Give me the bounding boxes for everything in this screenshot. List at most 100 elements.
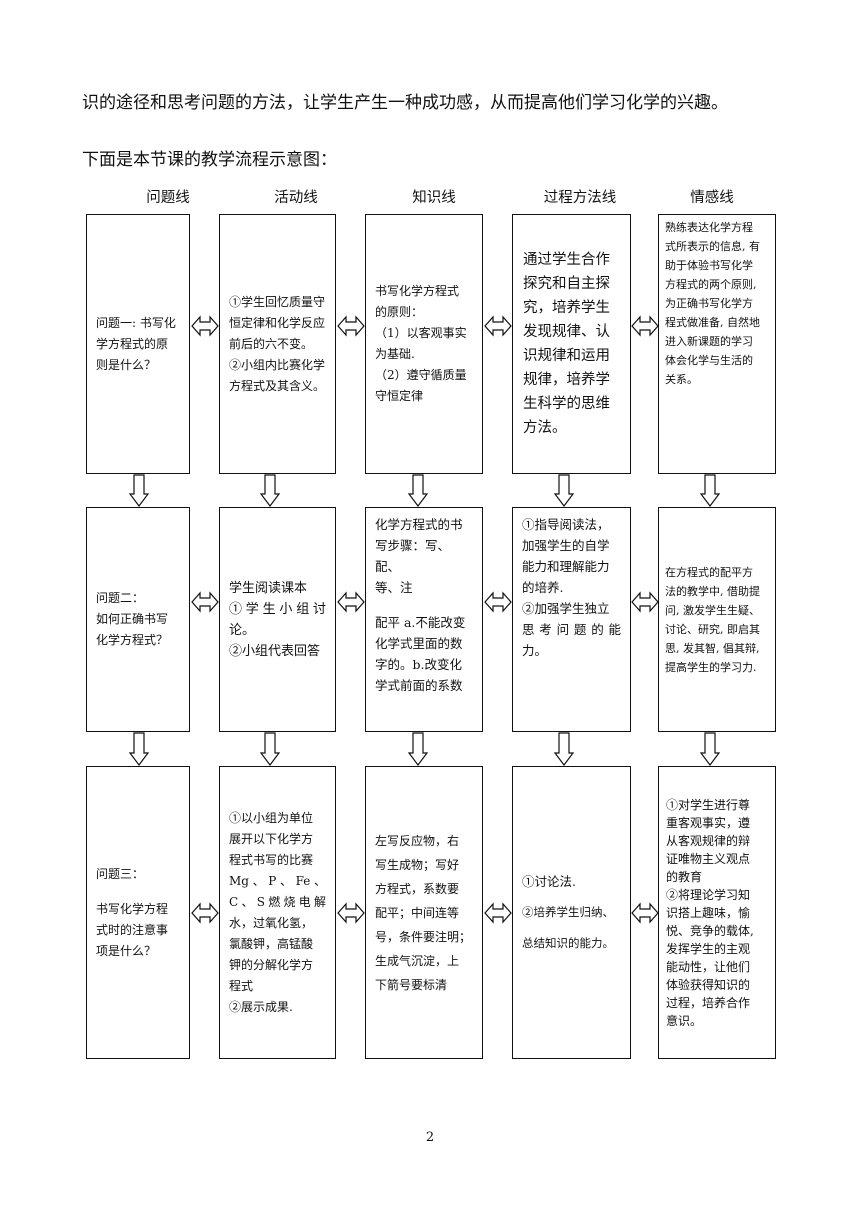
cell-text: 学方程式的原 <box>96 336 169 351</box>
cell-text: 写步骤：写、配、 <box>375 538 451 574</box>
cell-text: 钾的分解化学方 <box>229 957 314 972</box>
down-arrow-icon <box>553 474 575 507</box>
cell-text: 讨论、研究, 即启其 <box>665 622 760 636</box>
cell-text: 关系。 <box>665 373 698 386</box>
cell-text: 意识。 <box>666 1013 703 1028</box>
double-arrow-icon <box>484 315 512 337</box>
cell-text: ①学生小组讨 <box>229 601 326 617</box>
row1-emotion-box: 熟练表达化学方程 式所表示的信息, 有 助于体验书写化学 方程式的两个原则, 为… <box>658 214 776 474</box>
cell-text: 水，过氧化氢， <box>229 915 314 930</box>
cell-text: 则是什么？ <box>96 357 157 372</box>
cell-text: 总结知识的能力。 <box>522 936 614 950</box>
cell-text: 号，条件要注明； <box>375 929 472 944</box>
down-arrow-icon <box>407 474 429 507</box>
double-arrow-icon <box>631 591 659 613</box>
cell-text: ②培养学生归纳、 <box>522 905 614 919</box>
cell-text: 的培养. <box>522 580 564 595</box>
cell-text: 在方程式的配平方 <box>665 565 753 579</box>
cell-text: 式所表示的信息, 有 <box>665 240 760 253</box>
row2-question-box: 问题二： 如何正确书写 化学方程式？ <box>86 507 190 732</box>
cell-text: 为基础. <box>375 347 415 361</box>
cell-text: 下箭号要标清 <box>375 977 448 992</box>
cell-text: 程式做准备, 自然地 <box>665 316 760 329</box>
cell-text: 程式书写的比赛 <box>229 852 314 867</box>
double-arrow-icon <box>337 315 365 337</box>
cell-text: 能动性，让他们 <box>666 959 751 974</box>
row1-activity-box: ①学生回忆质量守 恒定律和化学反应 前后的六不变。 ②小组内比赛化学 方程式及其… <box>219 214 336 474</box>
down-arrow-icon <box>407 732 429 766</box>
cell-text: 问题一: 书写化 <box>96 315 176 330</box>
double-arrow-icon <box>191 902 219 924</box>
double-arrow-icon <box>337 591 365 613</box>
cell-text: 学式前面的系数 <box>375 678 463 693</box>
down-arrow-icon <box>128 732 150 766</box>
row3-emotion-box: ①对学生进行尊 重客观事实，遵 从客观规律的辩 证唯物主义观点 的教育 ②将理论… <box>658 766 776 1059</box>
cell-text: 证唯物主义观点 <box>666 851 751 866</box>
double-arrow-icon <box>484 591 512 613</box>
cell-text: 展开以下化学方 <box>229 831 314 846</box>
row2-emotion-box: 在方程式的配平方 法的教学中, 借助提 问, 激发学生生疑、 讨论、研究, 即启… <box>658 507 776 732</box>
row2-activity-box: 学生阅读课本 ①学生小组讨 论。 ②小组代表回答 <box>219 507 336 732</box>
column-header-knowledge-line: 知识线 <box>412 190 456 206</box>
cell-text: ②展示成果. <box>229 999 293 1014</box>
cell-text: ②小组代表回答 <box>229 643 321 659</box>
row3-activity-box: ①以小组为单位 展开以下化学方 程式书写的比赛 Mg、P、Fe、 C、S燃烧电解… <box>219 766 336 1059</box>
cell-text: 进入新课题的学习 <box>665 335 753 348</box>
cell-text: 能力和理解能力 <box>522 559 610 574</box>
page-number: 2 <box>425 1130 435 1145</box>
cell-text: ①学生回忆质量守 <box>229 294 326 309</box>
down-arrow-icon <box>699 474 721 507</box>
cell-text: 发挥学生的主观 <box>666 941 751 956</box>
cell-text: 发现规律、认 <box>523 324 610 340</box>
column-header-emotion-line: 情感线 <box>690 190 734 206</box>
cell-text: 守恒定律 <box>375 389 424 403</box>
cell-text: ②将理论学习知 <box>666 887 751 902</box>
cell-text: 配平 a.不能改变 <box>375 615 466 630</box>
double-arrow-icon <box>191 315 219 337</box>
cell-text: 识规律和运用 <box>523 348 610 364</box>
cell-text: ②小组内比赛化学 <box>229 357 326 372</box>
row1-knowledge-box: 书写化学方程式 的原则： （1）以客观事实 为基础. （2）遵守循质量 守恒定律 <box>365 214 483 474</box>
cell-text: 化学方程式？ <box>96 633 169 647</box>
cell-text: 书写化学方程 <box>96 901 169 916</box>
cell-text: 程式 <box>229 978 254 993</box>
cell-text: 氯酸钾，高锰酸 <box>229 936 314 951</box>
cell-text: 书写化学方程式 <box>375 284 460 298</box>
cell-text: 通过学生合作 <box>523 252 610 268</box>
down-arrow-icon <box>553 732 575 766</box>
row1-process-box: 通过学生合作 探究和自主探 究，培养学生 发现规律、认 识规律和运用 规律，培养… <box>512 214 631 474</box>
cell-text: 左写反应物，右 <box>375 833 460 848</box>
cell-text: 论。 <box>229 622 256 638</box>
cell-text: 法的教学中, 借助提 <box>665 584 760 598</box>
row3-process-box: ①讨论法. ②培养学生归纳、 总结知识的能力。 <box>512 766 631 1059</box>
cell-text: 提高学生的学习力. <box>665 660 757 674</box>
cell-text: 重客观事实，遵 <box>666 815 751 830</box>
down-arrow-icon <box>128 474 150 507</box>
cell-text: 恒定律和化学反应 <box>229 315 326 330</box>
double-arrow-icon <box>484 902 512 924</box>
cell-text: 究，培养学生 <box>523 300 610 316</box>
cell-text: 为正确书写化学方 <box>665 297 753 310</box>
cell-text: 熟练表达化学方程 <box>665 221 753 234</box>
cell-text: 学生阅读课本 <box>229 580 308 596</box>
cell-text: （1）以客观事实 <box>375 326 467 340</box>
row1-question-box: 问题一: 书写化 学方程式的原 则是什么？ <box>86 214 190 474</box>
cell-text: 助于体验书写化学 <box>665 259 753 272</box>
cell-text: 项是什么？ <box>96 943 157 958</box>
cell-text: 的原则： <box>375 305 424 319</box>
cell-text: 力。 <box>522 643 548 658</box>
cell-text: ①以小组为单位 <box>229 810 314 825</box>
cell-text: 生科学的思维 <box>523 396 610 412</box>
intro-line-1: 识的途径和思考问题的方法，让学生产生一种成功感，从而提高他们学习化学的兴趣。 <box>82 93 728 113</box>
row2-knowledge-box: 化学方程式的书 写步骤：写、配、 等、注 配平 a.不能改变 化学式里面的数 字… <box>365 507 483 732</box>
cell-text: 方程式及其含义。 <box>229 378 326 393</box>
row3-knowledge-box: 左写反应物，右 写生成物；写好 方程式，系数要 配平；中间连等 号，条件要注明；… <box>365 766 483 1059</box>
cell-text: 问题二： <box>96 591 145 605</box>
cell-text: 式时的注意事 <box>96 922 169 937</box>
cell-text: 写生成物；写好 <box>375 857 460 872</box>
cell-text: 的教育 <box>666 869 703 884</box>
cell-text: 探究和自主探 <box>523 276 610 292</box>
row3-question-box: 问题三： 书写化学方程 式时的注意事 项是什么？ <box>86 766 190 1059</box>
cell-text: 思考问题的能 <box>522 622 621 637</box>
cell-text: 生成气沉淀，上 <box>375 953 460 968</box>
